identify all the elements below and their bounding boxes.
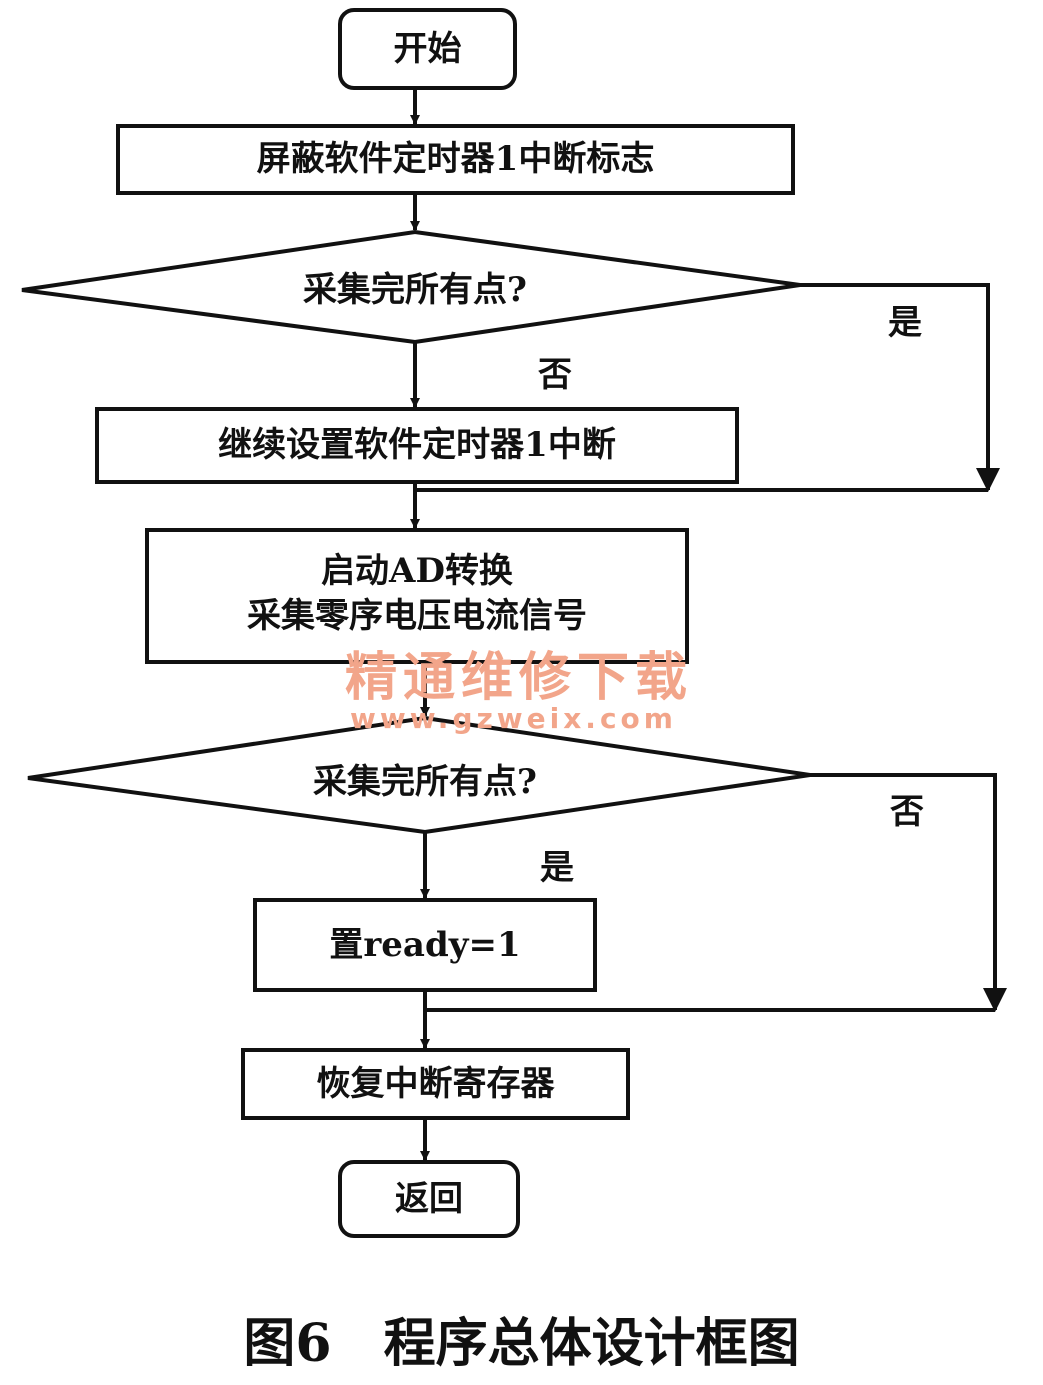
watermark-url: www.gzweix.com xyxy=(350,702,677,735)
mask-flag-box xyxy=(116,124,795,195)
arrowhead-decision2-no xyxy=(983,988,1007,1012)
ad-line2-label: 采集零序电压电流信号 xyxy=(247,596,587,636)
restore-box xyxy=(241,1048,630,1120)
decision2-yes-label: 是 xyxy=(540,848,574,888)
end-label: 返回 xyxy=(395,1179,463,1219)
start-label: 开始 xyxy=(393,29,462,69)
decision1-label: 采集完所有点? xyxy=(303,270,527,310)
decision1-no-label: 否 xyxy=(538,355,572,395)
ad-line1-label: 启动AD转换 xyxy=(321,551,513,591)
ad-convert-box xyxy=(145,528,689,664)
arrow-decision2-no xyxy=(810,773,997,1010)
decision2-no-label: 否 xyxy=(890,792,924,832)
set-ready-label: 置ready=1 xyxy=(329,925,521,965)
decision1-yes-label: 是 xyxy=(888,303,922,343)
figure-caption: 图6 程序总体设计框图 xyxy=(243,1313,800,1374)
end-terminal xyxy=(338,1160,520,1238)
arrow-decision1-yes xyxy=(800,283,990,490)
start-terminal xyxy=(338,8,517,90)
decision2-label: 采集完所有点? xyxy=(313,762,537,802)
watermark-text: 精通维修下载 xyxy=(345,648,694,708)
restore-label: 恢复中断寄存器 xyxy=(316,1064,555,1104)
mask-flag-label: 屏蔽软件定时器1中断标志 xyxy=(256,139,655,179)
arrowhead-decision1-yes xyxy=(976,468,1000,492)
set-timer-label: 继续设置软件定时器1中断 xyxy=(218,425,616,465)
